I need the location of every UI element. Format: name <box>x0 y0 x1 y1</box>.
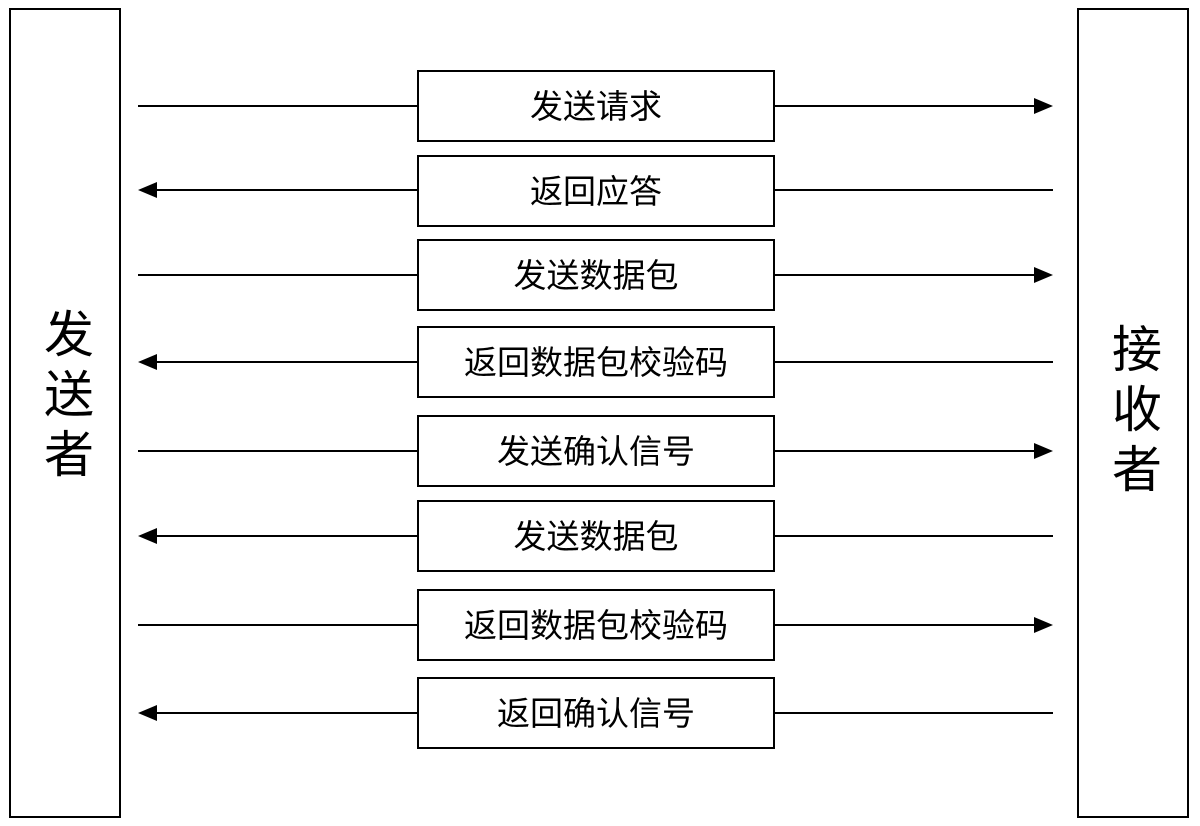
arrowhead-left-icon <box>138 705 157 721</box>
arrowhead-right-icon <box>1034 267 1053 283</box>
message-label: 返回数据包校验码 <box>464 342 728 382</box>
message-label: 发送确认信号 <box>497 431 695 471</box>
message-label: 发送数据包 <box>513 516 679 556</box>
message-label: 返回数据包校验码 <box>464 605 728 645</box>
message-box: 返回数据包校验码 <box>417 589 775 661</box>
message-arrow <box>138 443 1053 459</box>
message-box: 发送数据包 <box>417 239 775 311</box>
message-box: 返回应答 <box>417 155 775 227</box>
arrowhead-right-icon <box>1034 617 1053 633</box>
message-arrow <box>138 528 1053 544</box>
arrowhead-left-icon <box>138 528 157 544</box>
sender-label: 发送者 <box>36 308 94 488</box>
message-arrow <box>138 705 1053 721</box>
message-box: 返回确认信号 <box>417 677 775 749</box>
message-arrow <box>138 267 1053 283</box>
message-label: 返回确认信号 <box>497 693 695 733</box>
arrowhead-left-icon <box>138 182 157 198</box>
message-box: 发送确认信号 <box>417 415 775 487</box>
message-arrow <box>138 617 1053 633</box>
receiver-column: 接收者 <box>1077 8 1189 818</box>
arrowhead-right-icon <box>1034 443 1053 459</box>
arrowhead-right-icon <box>1034 98 1053 114</box>
message-arrow <box>138 182 1053 198</box>
message-box: 发送数据包 <box>417 500 775 572</box>
message-box: 发送请求 <box>417 70 775 142</box>
message-arrow <box>138 354 1053 370</box>
arrowhead-left-icon <box>138 354 157 370</box>
message-label: 返回应答 <box>530 171 662 211</box>
message-arrow <box>138 98 1053 114</box>
sender-column: 发送者 <box>9 8 121 818</box>
receiver-label: 接收者 <box>1104 323 1162 503</box>
message-label: 发送请求 <box>530 86 662 126</box>
message-box: 返回数据包校验码 <box>417 326 775 398</box>
message-label: 发送数据包 <box>513 255 679 295</box>
